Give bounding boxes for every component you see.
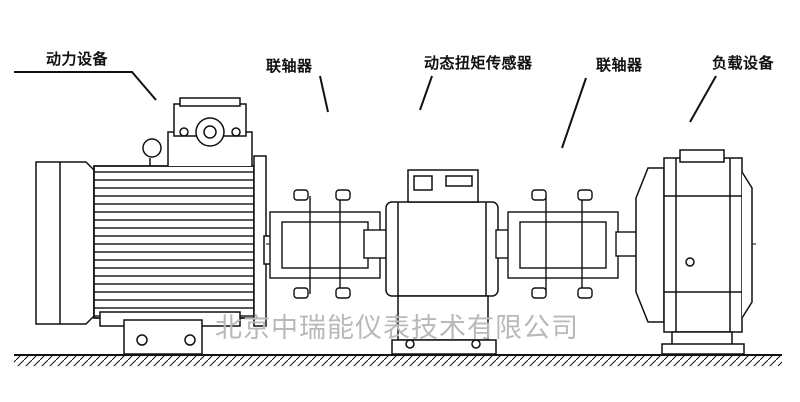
coupling-right-label: 联轴器: [596, 56, 643, 74]
company-watermark: 北京中瑞能仪表技术有限公司: [215, 313, 579, 344]
load-device-drawing: [635, 149, 753, 355]
ground: [14, 354, 782, 366]
torque-sensor-drawing: [385, 169, 499, 355]
leader-lines: [14, 71, 717, 149]
coupling-right-drawing: [495, 189, 639, 299]
torque-sensor-label: 动态扭矩传感器: [424, 54, 533, 72]
motor-label: 动力设备: [46, 50, 109, 68]
motor-drawing: [35, 97, 281, 355]
coupling-left-label: 联轴器: [266, 57, 313, 75]
load-device-label: 负载设备: [712, 54, 775, 72]
coupling-left-drawing: [269, 189, 389, 299]
